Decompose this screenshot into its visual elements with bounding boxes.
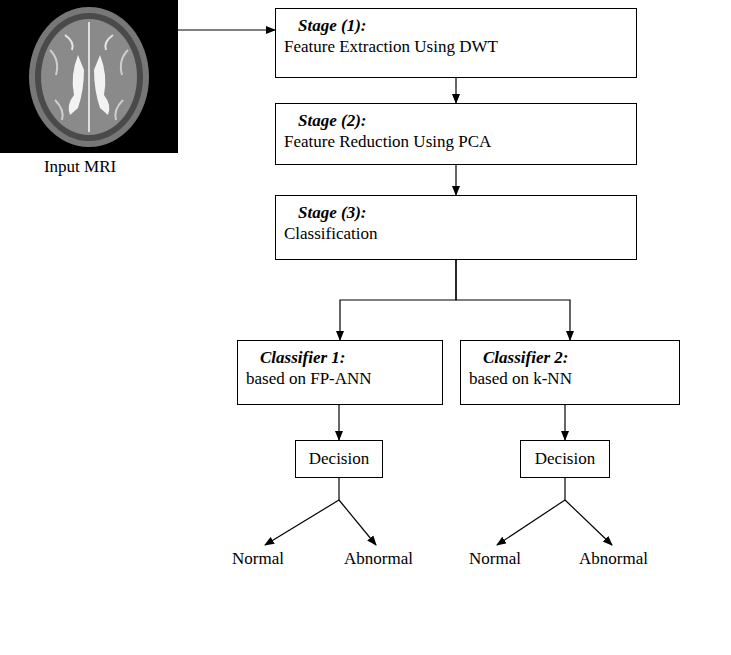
box-heading: Stage (2): bbox=[284, 110, 628, 131]
outcome-label: Normal bbox=[232, 549, 284, 569]
flow-arrow bbox=[455, 78, 456, 103]
box-text: Decision bbox=[535, 448, 595, 469]
box-text: Classification bbox=[284, 223, 628, 244]
box-text: Decision bbox=[309, 448, 369, 469]
process-box: Stage (1):Feature Extraction Using DWT bbox=[275, 8, 637, 78]
flow-arrow bbox=[456, 260, 570, 340]
process-box: Classifier 2:based on k-NN bbox=[460, 340, 680, 405]
decision-box: Decision bbox=[520, 440, 610, 478]
box-text: based on k-NN bbox=[469, 368, 671, 389]
outcome-label: Abnormal bbox=[579, 549, 648, 569]
input-image: Input MRI bbox=[0, 0, 178, 182]
mri-illustration bbox=[0, 0, 178, 153]
flow-arrow bbox=[340, 260, 456, 340]
decision-box: Decision bbox=[295, 440, 383, 478]
process-box: Stage (2):Feature Reduction Using PCA bbox=[275, 103, 637, 165]
box-text: based on FP-ANN bbox=[246, 368, 434, 389]
box-heading: Stage (1): bbox=[284, 15, 628, 36]
process-box: Classifier 1:based on FP-ANN bbox=[237, 340, 443, 405]
flow-arrow bbox=[564, 405, 565, 440]
flow-arrow bbox=[178, 29, 275, 30]
outcome-label: Normal bbox=[469, 549, 521, 569]
image-caption: Input MRI bbox=[0, 156, 160, 177]
box-text: Feature Extraction Using DWT bbox=[284, 36, 628, 57]
decision-branches bbox=[265, 478, 612, 545]
box-heading: Classifier 1: bbox=[246, 347, 434, 368]
flow-arrow bbox=[338, 405, 339, 440]
box-heading: Stage (3): bbox=[284, 202, 628, 223]
flow-arrow bbox=[455, 165, 456, 195]
box-text: Feature Reduction Using PCA bbox=[284, 131, 628, 152]
process-box: Stage (3):Classification bbox=[275, 195, 637, 260]
box-heading: Classifier 2: bbox=[469, 347, 671, 368]
outcome-label: Abnormal bbox=[344, 549, 413, 569]
